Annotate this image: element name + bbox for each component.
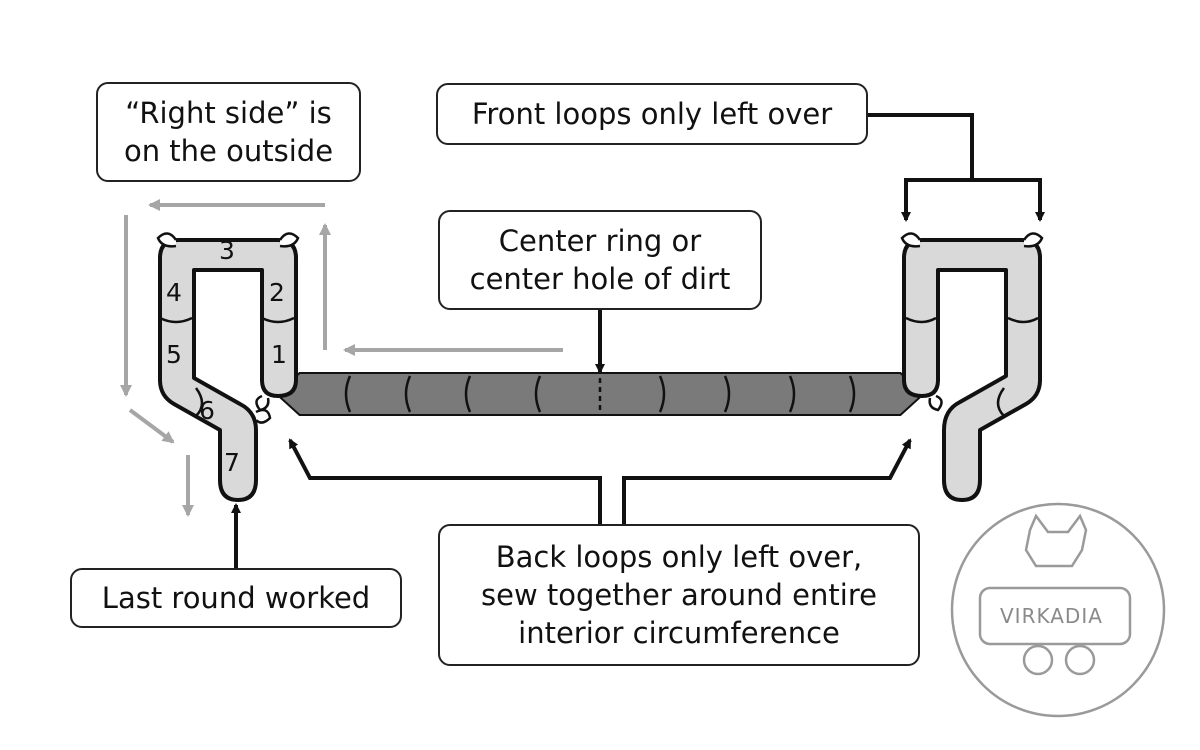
round-number-5: 5: [166, 340, 182, 369]
back-loops-line-1: Back loops only left over,: [495, 540, 863, 574]
virkadia-logo-watermark: [950, 502, 1166, 718]
front-loops-line-1: Front loops only left over: [471, 97, 833, 131]
direction-guide-arrows: [120, 199, 563, 517]
last-round-line-1: Last round worked: [101, 581, 371, 615]
last-round-label: Last round worked: [70, 568, 402, 628]
back-loops-line-2: sew together around entire: [481, 578, 877, 612]
center-ring-strip: [275, 372, 925, 416]
back-loops-arrow-right: [622, 438, 912, 524]
front-loops-arrow-trunk: [868, 113, 974, 180]
back-loops-arrow-left: [288, 438, 602, 524]
front-loops-arrow-left: [901, 178, 972, 222]
right-side-line-1: “Right side” is: [125, 96, 332, 130]
watermark-brand-text: VIRKADIA: [1000, 604, 1103, 628]
center-ring-label: Center ring or center hole of dirt: [438, 210, 762, 310]
right-fabric-tube: [900, 232, 1044, 502]
front-loops-label: Front loops only left over: [436, 83, 868, 145]
guide-arrow-diagonal: [128, 408, 175, 444]
back-loops-line-3: interior circumference: [518, 616, 840, 650]
round-number-4: 4: [166, 278, 182, 307]
round-number-7: 7: [224, 448, 240, 477]
left-fabric-tube: [156, 232, 300, 502]
round-number-2: 2: [269, 278, 285, 307]
right-side-line-2: on the outside: [123, 134, 334, 168]
round-number-3: 3: [219, 236, 235, 265]
front-loops-arrow-right: [972, 178, 1045, 222]
right-side-label: “Right side” is on the outside: [96, 82, 361, 182]
round-number-1: 1: [271, 340, 287, 369]
pointer-arrows: [231, 113, 1045, 568]
center-ring-line-1: Center ring or: [498, 224, 702, 258]
center-ring-line-2: center hole of dirt: [469, 262, 731, 296]
round-number-6: 6: [199, 396, 215, 425]
back-loops-label: Back loops only left over, sew together …: [438, 524, 920, 666]
